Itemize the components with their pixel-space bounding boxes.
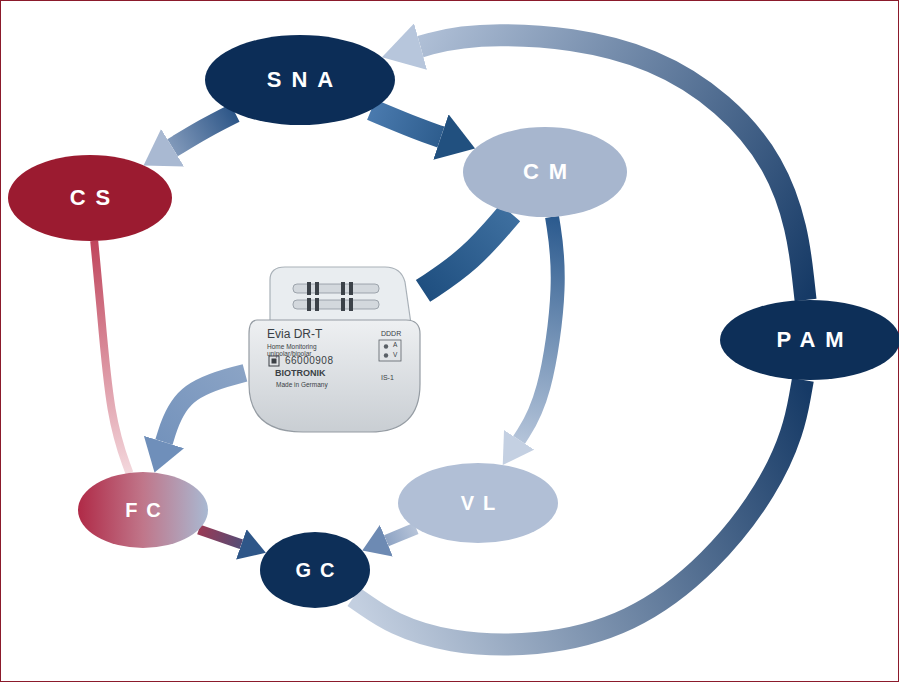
flow-arrow <box>420 35 805 300</box>
ellipse-node: GC <box>260 532 370 608</box>
device-print: DDDR <box>381 330 401 338</box>
barcode-symbol <box>269 356 279 366</box>
ellipse-node: PAM <box>720 300 899 380</box>
barcode-symbol <box>272 359 277 364</box>
ellipse-fill <box>78 472 208 548</box>
lead-bore <box>293 284 379 293</box>
mode-box <box>379 340 401 361</box>
lead-ring <box>341 298 345 311</box>
node-label: GC <box>287 559 344 582</box>
ellipse-node: CS <box>8 155 172 241</box>
device-print: Evia DR-T <box>267 328 322 341</box>
ellipse-fill <box>8 155 172 241</box>
ellipse-node: SNA <box>205 35 395 125</box>
node-label: SNA <box>257 67 343 93</box>
device-print: Made in Germany <box>276 381 328 388</box>
flow-arrow <box>94 241 129 473</box>
lead-ring <box>349 282 353 295</box>
ellipse-node: CM <box>463 127 627 217</box>
device-print: V <box>393 351 397 358</box>
ellipse-fill <box>720 300 899 380</box>
lead-ring <box>315 298 319 311</box>
device-can <box>249 320 420 432</box>
device-print: IS-1 <box>381 374 394 382</box>
flow-arrow <box>354 380 803 645</box>
device-print: BIOTRONIK <box>275 369 326 379</box>
flow-arrow <box>199 529 242 544</box>
node-label: PAM <box>767 327 854 353</box>
port-dot <box>384 353 388 357</box>
ellipse-fill <box>463 127 627 217</box>
ellipse-fill <box>260 532 370 608</box>
node-label: VL <box>452 492 505 515</box>
lead-ring <box>307 298 311 311</box>
lead-ring <box>341 282 345 295</box>
flow-arrow <box>164 373 245 442</box>
lead-ring <box>307 282 311 295</box>
device-header <box>270 267 411 324</box>
device-print: A <box>393 341 397 348</box>
flow-arrow <box>371 110 441 137</box>
device-print: 66000908 <box>285 355 334 366</box>
lead-ring <box>315 282 319 295</box>
flow-arrow <box>173 113 235 148</box>
ellipse-fill <box>398 463 558 543</box>
lead-bore <box>293 300 379 309</box>
flow-arrow <box>386 528 416 540</box>
node-label: FC <box>116 499 170 522</box>
port-dot <box>384 344 388 348</box>
node-label: CS <box>60 185 120 211</box>
node-label: CM <box>513 159 577 185</box>
ellipse-fill <box>205 35 395 125</box>
ellipse-node: FC <box>78 472 208 548</box>
flow-arrow <box>519 217 558 440</box>
pacemaker-device: Evia DR-THome Monitoring unipolar/bipola… <box>245 262 423 437</box>
lead-ring <box>349 298 353 311</box>
flow-arrow <box>423 213 510 291</box>
ellipse-node: VL <box>398 463 558 543</box>
